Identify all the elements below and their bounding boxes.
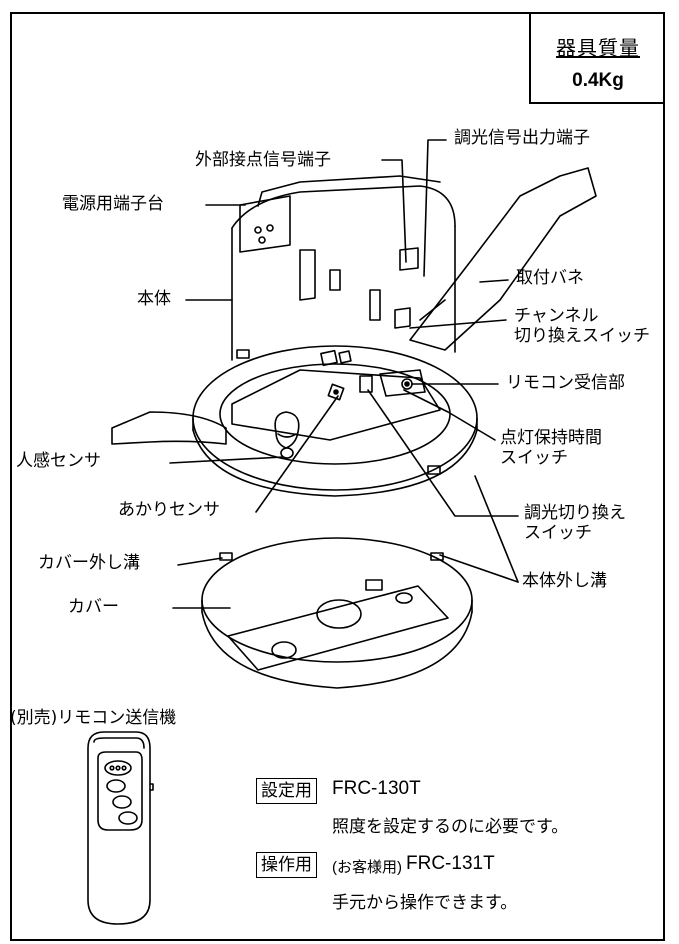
leader-dimming-output xyxy=(423,139,447,277)
operation-tag: 操作用 xyxy=(256,852,317,878)
label-light-sensor: あかりセンサ xyxy=(118,500,220,520)
label-external-contact: 外部接点信号端子 xyxy=(195,150,331,170)
body-cylinder xyxy=(231,225,456,361)
mounting-spring xyxy=(409,167,597,351)
setting-tag: 設定用 xyxy=(256,778,317,804)
label-body-groove: 本体外し溝 xyxy=(522,571,607,591)
flange-outer xyxy=(192,345,478,491)
label-cover: カバー xyxy=(68,597,119,617)
cover-panel xyxy=(227,585,449,671)
remote-body xyxy=(87,731,151,925)
remote-panel xyxy=(97,751,143,831)
motion-sensor xyxy=(274,411,300,449)
label-motion-sensor: 人感センサ xyxy=(16,451,101,471)
weight-value: 0.4Kg xyxy=(572,70,624,91)
label-mounting-spring: 取付バネ xyxy=(516,268,584,288)
body-top-back xyxy=(257,175,441,207)
label-power-terminal: 電源用端子台 xyxy=(62,194,164,214)
operation-model: FRC-131T xyxy=(406,853,495,874)
leader-dimming-switch xyxy=(367,389,519,517)
mounting-spring-left xyxy=(111,411,227,445)
body-top-rim xyxy=(231,185,456,229)
label-body: 本体 xyxy=(137,289,171,309)
operation-prefix: (お客様用) xyxy=(332,859,402,876)
label-channel-switch: チャンネル 切り換えスイッチ xyxy=(514,306,650,347)
leader-light xyxy=(255,395,339,513)
label-dimming-switch: 調光切り換え スイッチ xyxy=(524,503,626,544)
internal-board xyxy=(231,369,441,441)
leader-channel xyxy=(409,319,507,329)
leader-cover-groove xyxy=(177,557,223,566)
label-cover-groove: カバー外し溝 xyxy=(38,553,140,573)
leader-motion xyxy=(169,456,284,464)
setting-model: FRC-130T xyxy=(332,778,421,799)
leader-mounting-spring xyxy=(479,279,509,283)
cover-bottom xyxy=(201,611,473,689)
weight-box: 器具質量 0.4Kg xyxy=(529,12,665,104)
flange-inner xyxy=(219,363,451,465)
label-remote-receiver: リモコン受信部 xyxy=(506,373,625,393)
operation-description: 手元から操作できます。 xyxy=(332,893,518,913)
weight-label: 器具質量 xyxy=(556,36,640,60)
remote-title: (別売)リモコン送信機 xyxy=(10,708,177,728)
leader-hold-time xyxy=(403,389,496,441)
terminal-block xyxy=(239,195,291,253)
label-dimming-output: 調光信号出力端子 xyxy=(454,128,590,148)
setting-description: 照度を設定するのに必要です。 xyxy=(332,817,569,837)
leader-body-groove xyxy=(439,554,519,583)
label-hold-time-switch: 点灯保持時間 スイッチ xyxy=(500,428,602,469)
leader-external-contact xyxy=(381,159,407,263)
diagram-frame xyxy=(10,12,665,941)
